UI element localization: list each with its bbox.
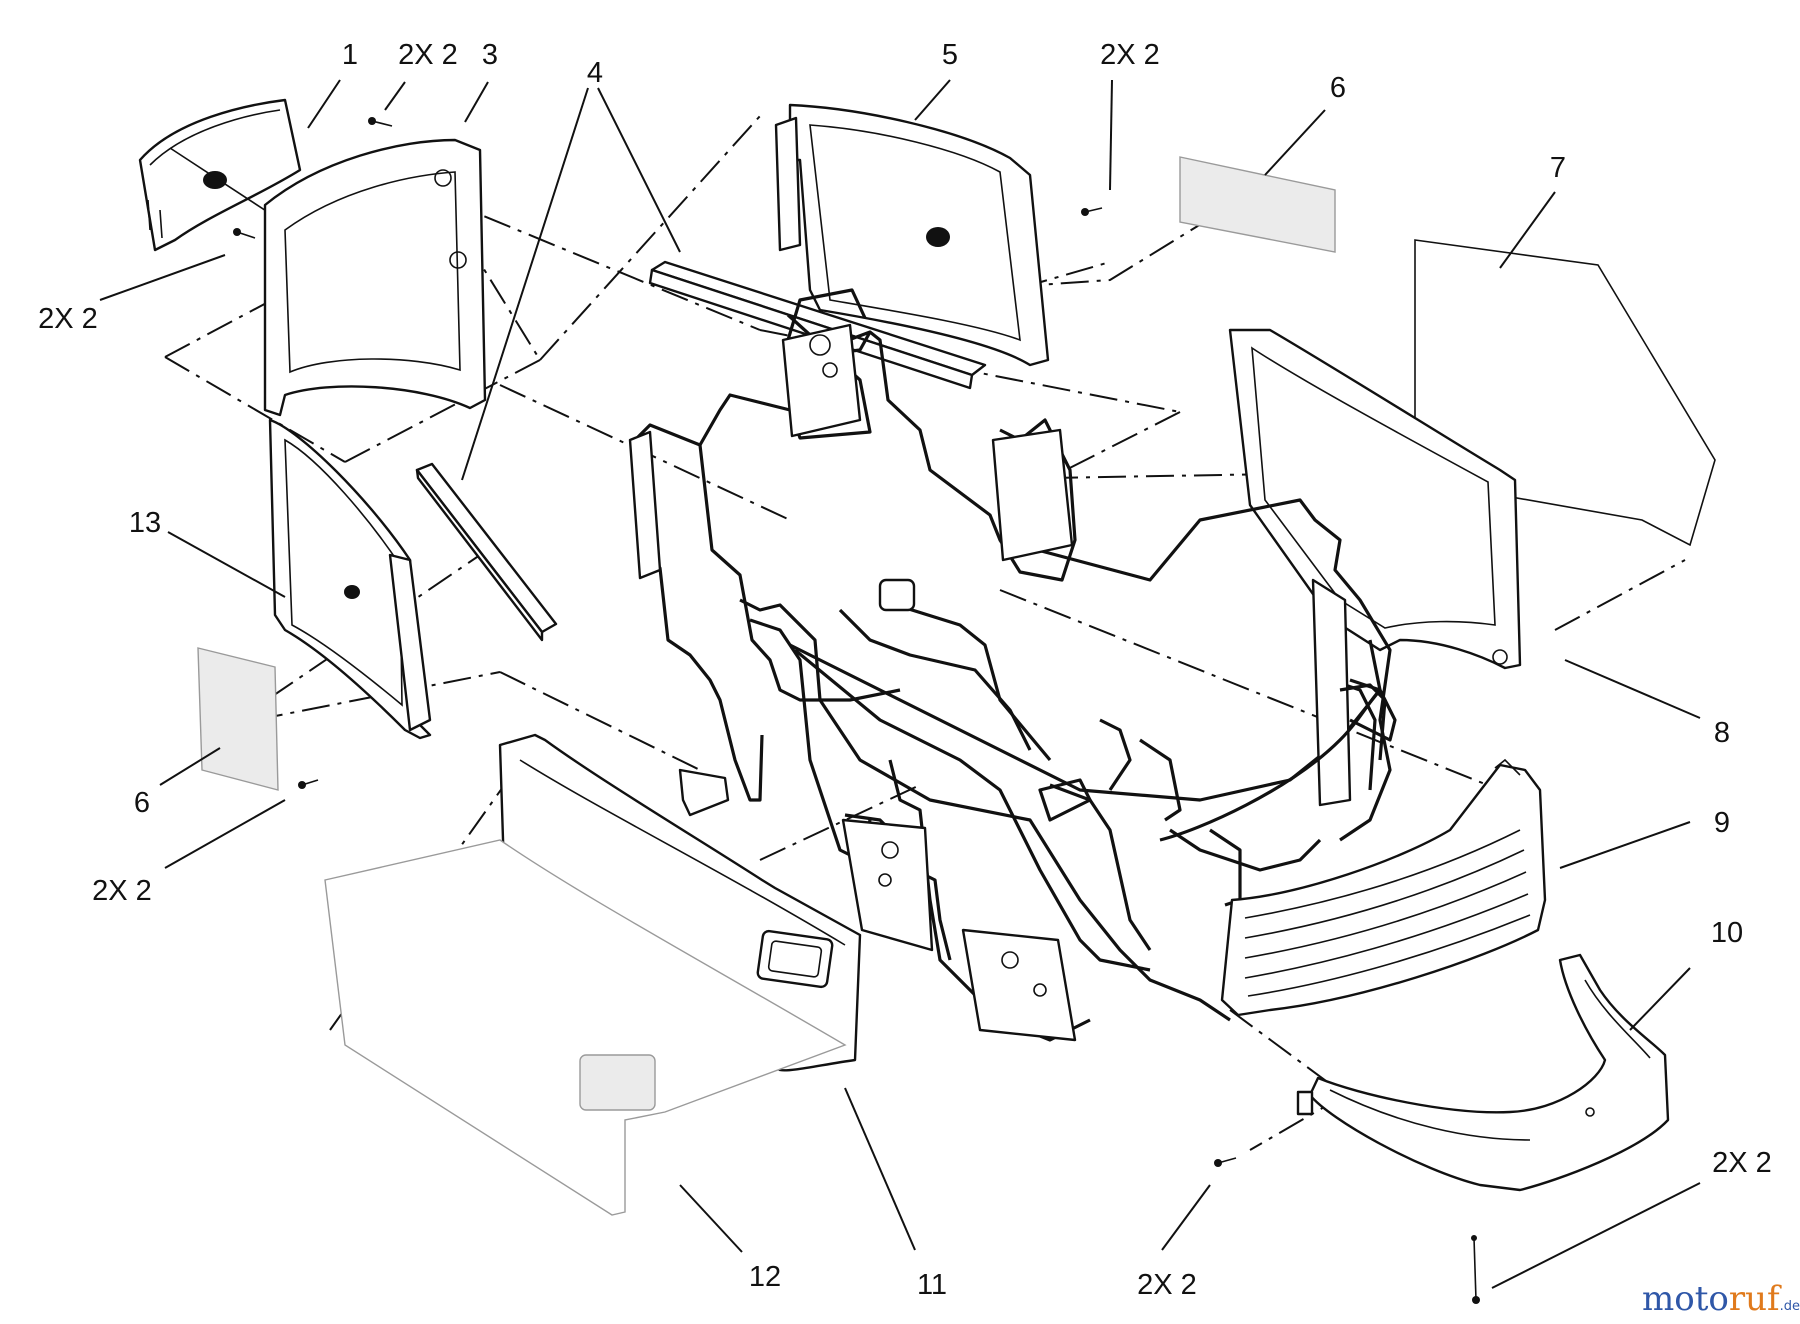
callout-2x2-bottom-left: 2X 2: [92, 875, 152, 907]
watermark-logo: motoruf.de: [1642, 1279, 1800, 1319]
callout-2x2-top-center: 2X 2: [1100, 39, 1160, 71]
svg-text:motoruf.de: motoruf.de: [1642, 1279, 1800, 1319]
part-3-side-panel: [263, 138, 487, 417]
screw-icon: [368, 117, 393, 127]
watermark-suffix: .de: [1780, 1299, 1800, 1314]
callout-labels: 1 2X 2 3 4 5 2X 2 6 7 2X 2 13 8 9 10 6 2…: [38, 39, 1772, 1301]
callout-leaders: [99, 79, 1701, 1289]
callout-2x2-top-left: 2X 2: [398, 39, 458, 71]
watermark-part-a: moto: [1642, 1279, 1729, 1319]
part-5-upper-panel: [774, 103, 1050, 367]
screw-icon: [1081, 207, 1103, 216]
callout-10: 10: [1711, 917, 1743, 949]
callout-9: 9: [1714, 807, 1730, 839]
callout-4: 4: [587, 57, 603, 89]
part-8-side-panel: [1228, 328, 1522, 670]
callout-6-left: 6: [134, 787, 150, 819]
part-1-knob-icon: [203, 171, 227, 189]
part-4-foam-strips: [415, 260, 987, 642]
callout-6-top: 6: [1330, 72, 1346, 104]
callout-13: 13: [129, 507, 161, 539]
screws: [233, 117, 1480, 1304]
callout-2x2-left: 2X 2: [38, 303, 98, 335]
part-13-knob-icon: [344, 585, 360, 599]
screw-icon: [233, 228, 256, 239]
part-11-side-panel: [498, 733, 862, 1072]
chassis-frame: [633, 288, 1397, 1042]
screw-icon: [298, 779, 319, 789]
screw-icon: [1471, 1235, 1480, 1304]
part-9-grille: [1220, 758, 1547, 1017]
callout-7: 7: [1550, 152, 1566, 184]
callout-2x2-bottom-center: 2X 2: [1137, 1269, 1197, 1301]
callout-3: 3: [482, 39, 498, 71]
callout-8: 8: [1714, 717, 1730, 749]
part-13-side-panel: [268, 418, 432, 740]
callout-5: 5: [942, 39, 958, 71]
part-10-bumper: [1296, 953, 1670, 1192]
screw-icon: [1214, 1157, 1237, 1167]
part-5-knob-icon: [926, 227, 950, 247]
callout-1: 1: [342, 39, 358, 71]
part-6-decals: [197, 156, 1336, 791]
callout-11: 11: [917, 1269, 947, 1301]
frame-brackets: [628, 323, 1352, 1042]
callout-12: 12: [749, 1261, 781, 1293]
part-12-decal-sheet: [324, 839, 847, 1216]
part-1-access-cover: [138, 98, 302, 252]
support-tube: [1159, 683, 1387, 842]
watermark-part-b: ruf: [1729, 1279, 1782, 1319]
callout-2x2-bottom-right: 2X 2: [1712, 1147, 1772, 1179]
